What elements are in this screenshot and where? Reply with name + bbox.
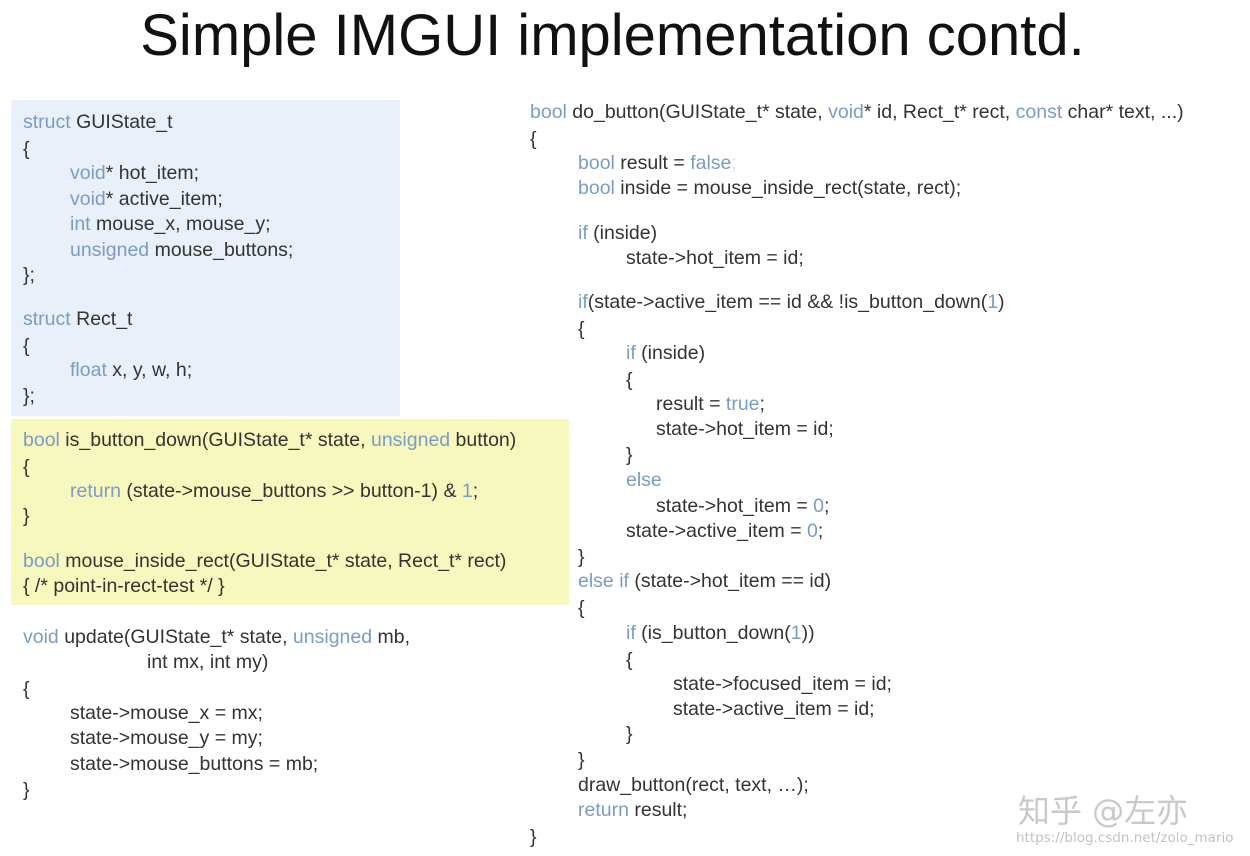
do-button-line: result = true; <box>656 393 765 415</box>
do-button-line: state->focused_item = id; <box>673 673 892 695</box>
do-button-line: if (inside) <box>626 342 706 364</box>
do-button-line: { <box>626 649 633 671</box>
struct-rect-line: }; <box>23 385 35 407</box>
do-button-line: bool do_button(GUIState_t* state, void* … <box>530 101 1184 123</box>
is-button-down-line: { <box>23 456 30 478</box>
struct-rect-line: { <box>23 335 30 357</box>
struct-guistate-line: void* hot_item; <box>70 162 199 184</box>
do-button-line: } <box>626 723 633 745</box>
struct-definitions-panel <box>11 100 400 416</box>
do-button-line: { <box>578 318 585 340</box>
do-button-line: if (inside) <box>578 222 658 244</box>
do-button-line: return result; <box>578 799 688 821</box>
do-button-line: state->hot_item = id; <box>626 247 804 269</box>
update-fn-line: state->mouse_y = my; <box>70 727 263 749</box>
do-button-line: if (is_button_down(1)) <box>626 622 815 644</box>
update-fn-line: void update(GUIState_t* state, unsigned … <box>23 626 411 648</box>
do-button-line: state->active_item = 0; <box>626 520 824 542</box>
do-button-line: else <box>626 469 662 491</box>
update-fn-line: state->mouse_x = mx; <box>70 702 263 724</box>
do-button-line: } <box>578 749 585 771</box>
update-fn-line: } <box>23 779 30 801</box>
struct-guistate-line: { <box>23 138 30 160</box>
do-button-line: { <box>626 369 633 391</box>
mouse-inside-rect-line: bool mouse_inside_rect(GUIState_t* state… <box>23 550 507 572</box>
slide-title: Simple IMGUI implementation contd. <box>140 3 1085 68</box>
is-button-down-line: return (state->mouse_buttons >> button-1… <box>70 480 479 502</box>
update-fn-line: int mx, int my) <box>147 651 269 673</box>
zhihu-watermark: 知乎 @左亦 <box>1018 792 1189 830</box>
do-button-line: state->active_item = id; <box>673 698 875 720</box>
do-button-line: state->hot_item = 0; <box>656 495 830 517</box>
struct-guistate-line: }; <box>23 264 35 286</box>
do-button-line: state->hot_item = id; <box>656 418 834 440</box>
struct-guistate-line: void* active_item; <box>70 188 223 210</box>
update-fn-line: { <box>23 678 30 700</box>
do-button-line: { <box>530 128 537 150</box>
struct-rect-line: float x, y, w, h; <box>70 359 193 381</box>
do-button-line: bool result = false; <box>578 152 737 174</box>
do-button-line: draw_button(rect, text, …); <box>578 774 809 796</box>
do-button-line: bool inside = mouse_inside_rect(state, r… <box>578 177 962 199</box>
do-button-line: { <box>578 597 585 619</box>
do-button-line: else if (state->hot_item == id) <box>578 570 832 592</box>
is-button-down-line: } <box>23 505 30 527</box>
is-button-down-line: bool is_button_down(GUIState_t* state, u… <box>23 429 517 451</box>
struct-rect-line: struct Rect_t <box>23 308 133 330</box>
update-fn-line: state->mouse_buttons = mb; <box>70 753 319 775</box>
do-button-line: } <box>530 826 537 848</box>
helper-functions-panel <box>11 419 569 605</box>
struct-guistate-line: unsigned mouse_buttons; <box>70 239 294 261</box>
mouse-inside-rect-line: { /* point-in-rect-test */ } <box>23 575 225 597</box>
do-button-line: if(state->active_item == id && !is_butto… <box>578 291 1005 313</box>
csdn-url-watermark: https://blog.csdn.net/zolo_mario <box>1016 830 1234 846</box>
do-button-line: } <box>626 444 633 466</box>
do-button-line: } <box>578 546 585 568</box>
struct-guistate-line: int mouse_x, mouse_y; <box>70 213 271 235</box>
struct-guistate-line: struct GUIState_t <box>23 111 173 133</box>
